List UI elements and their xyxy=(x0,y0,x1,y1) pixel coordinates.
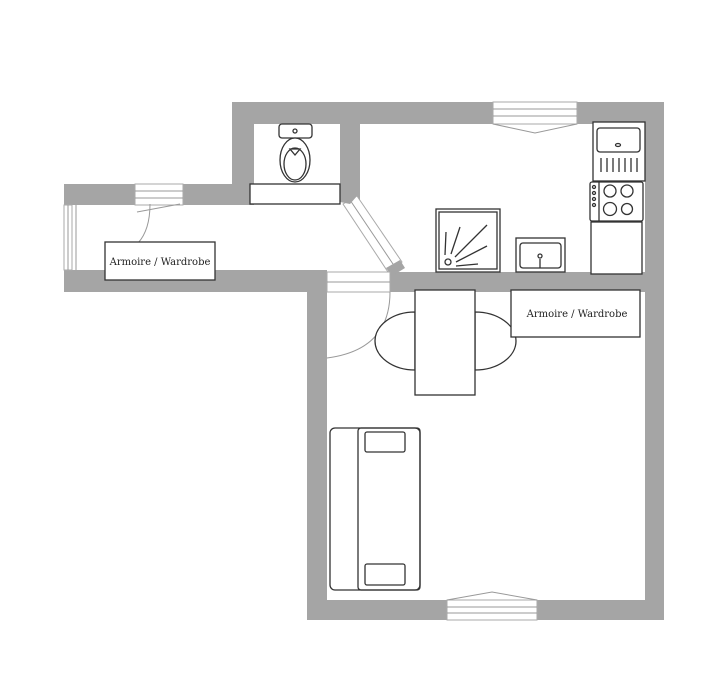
wall-top xyxy=(232,102,664,124)
wall-wc-right xyxy=(340,124,360,202)
toilet-bowl xyxy=(279,137,311,183)
window-bottom xyxy=(446,591,538,621)
wall-right xyxy=(645,102,664,620)
toilet xyxy=(249,123,341,205)
sofa xyxy=(329,427,421,591)
bathroom-sink xyxy=(515,237,566,273)
wardrobe-living-label: Armoire / Wardrobe xyxy=(526,309,628,320)
wall-wc-left xyxy=(232,102,254,205)
wall-living-left xyxy=(307,270,327,620)
sofa-cushion-top xyxy=(364,431,406,453)
shower xyxy=(435,208,501,273)
dining-table xyxy=(414,289,476,396)
wardrobe-hall-label: Armoire / Wardrobe xyxy=(109,257,211,268)
sofa-cushion-bottom xyxy=(364,563,406,586)
wardrobe-hall: Armoire / Wardrobe xyxy=(104,241,216,281)
door-diagonal xyxy=(340,195,405,276)
window-top xyxy=(492,101,578,134)
door-living xyxy=(326,271,391,359)
window-hall-top xyxy=(134,183,184,206)
wc-platform xyxy=(249,183,341,205)
toilet-tank xyxy=(278,123,313,139)
walls xyxy=(64,102,664,620)
chair-right xyxy=(474,311,517,371)
chair-left xyxy=(374,311,416,371)
wardrobe-living: Armoire / Wardrobe xyxy=(510,289,641,338)
door-hall xyxy=(136,203,181,244)
stove xyxy=(589,181,644,222)
window-hall-left xyxy=(63,204,77,271)
kitchen-sink xyxy=(592,121,646,182)
wall-kitchen-living xyxy=(390,272,664,292)
kitchen-counter xyxy=(590,221,643,275)
